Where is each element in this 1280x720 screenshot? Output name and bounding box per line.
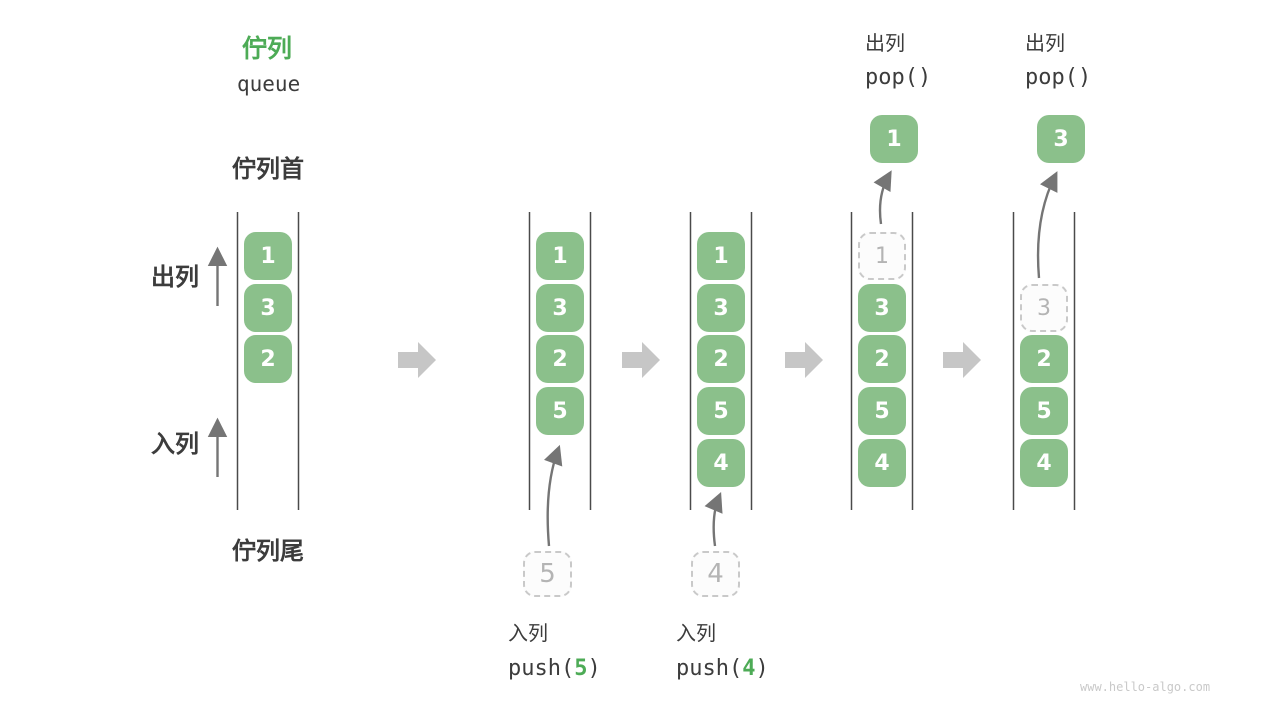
code-arg: 5 (574, 656, 588, 681)
transition-arrow-icon (622, 342, 660, 378)
pop-arrows (873, 170, 1058, 279)
queue-cell: 3 (858, 284, 906, 332)
push-arrow (544, 444, 563, 547)
enqueue-label: 入列 (151, 431, 199, 458)
queue-cell: 5 (697, 387, 745, 435)
transition-arrow-icon (785, 342, 823, 378)
code-fn-open: push( (508, 656, 575, 681)
queue-cell: 4 (1020, 439, 1068, 487)
push-arrows (544, 444, 723, 547)
code-arg: 4 (742, 656, 756, 681)
page-title: 佇列 (242, 35, 293, 63)
queue-cell-removed: 1 (858, 232, 906, 280)
page-subtitle: queue (237, 72, 301, 96)
code-fn-close: ) (755, 656, 769, 681)
code-fn-close: ) (587, 656, 601, 681)
dequeue-op-code: pop() (1025, 65, 1092, 90)
queue-cell: 3 (536, 284, 584, 332)
queue-cell-removed: 3 (1020, 284, 1068, 332)
code-fn-open: push( (676, 656, 743, 681)
column-walls (236, 212, 1076, 510)
enqueue-op-code: push(5) (508, 657, 601, 681)
transition-arrow-icon (398, 342, 436, 378)
queue-cell: 2 (858, 335, 906, 383)
transition-arrow-icon (943, 342, 981, 378)
queue-cell: 5 (536, 387, 584, 435)
queue-cell: 1 (697, 232, 745, 280)
watermark: www.hello-algo.com (1080, 680, 1211, 694)
queue-cell: 4 (697, 439, 745, 487)
incoming-cell: 4 (691, 551, 740, 597)
dequeue-label: 出列 (151, 264, 199, 291)
dequeue-op-label: 出列 (865, 33, 905, 55)
dequeue-op-label: 出列 (1025, 33, 1065, 55)
pop-arrow (873, 170, 892, 225)
queue-cell: 2 (697, 335, 745, 383)
enqueue-op-code: push(4) (676, 657, 769, 681)
queue-cell: 2 (1020, 335, 1068, 383)
stage-transition-arrows (398, 342, 981, 378)
dequeue-op-code: pop() (865, 65, 932, 90)
push-arrow (704, 492, 723, 547)
queue-front-label: 佇列首 (232, 156, 304, 183)
popped-cell: 3 (1037, 115, 1085, 163)
queue-cell: 3 (697, 284, 745, 332)
incoming-cell: 5 (523, 551, 572, 597)
enqueue-op-label: 入列 (676, 623, 716, 645)
queue-cell: 1 (536, 232, 584, 280)
enqueue-op-label: 入列 (508, 623, 548, 645)
queue-cell: 2 (244, 335, 292, 383)
popped-cell: 1 (870, 115, 918, 163)
pop-arrow (1036, 171, 1058, 279)
queue-cell: 4 (858, 439, 906, 487)
queue-cell: 3 (244, 284, 292, 332)
queue-cell: 2 (536, 335, 584, 383)
queue-cell: 5 (858, 387, 906, 435)
queue-rear-label: 佇列尾 (232, 538, 304, 565)
queue-cell: 5 (1020, 387, 1068, 435)
queue-cell: 1 (244, 232, 292, 280)
